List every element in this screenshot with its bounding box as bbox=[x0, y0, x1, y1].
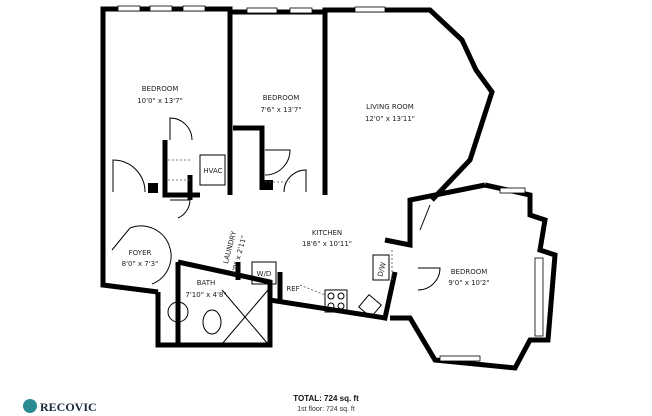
bedroom1-size: 10'0" x 13'7" bbox=[137, 97, 183, 105]
logo-text: RECOVIC bbox=[40, 400, 97, 414]
living-room-name: LIVING ROOM bbox=[366, 103, 414, 111]
footer: TOTAL: 724 sq. ft 1st floor: 724 sq. ft … bbox=[23, 394, 359, 414]
kitchen-size: 18'6" x 10'11" bbox=[302, 240, 352, 248]
bath-size: 7'10" x 4'8" bbox=[185, 291, 226, 299]
dishwasher bbox=[372, 254, 390, 281]
foyer-size: 8'0" x 7'3" bbox=[122, 260, 159, 268]
foyer-name: FOYER bbox=[129, 249, 152, 257]
room-labels: BEDROOM 10'0" x 13'7" BEDROOM 7'6" x 13'… bbox=[122, 85, 490, 299]
wd-label: W/D bbox=[257, 270, 272, 278]
floor-area: 1st floor: 724 sq. ft bbox=[297, 406, 355, 413]
washer-dryer bbox=[251, 261, 277, 285]
windows bbox=[117, 5, 544, 362]
ref-label: REF bbox=[286, 285, 299, 293]
hvac-label: HVAC bbox=[203, 167, 222, 175]
walls bbox=[100, 6, 558, 371]
hvac-unit bbox=[199, 154, 226, 186]
bedroom2-name: BEDROOM bbox=[263, 94, 300, 102]
fixtures bbox=[167, 154, 393, 345]
doors bbox=[111, 117, 441, 291]
bath-sink bbox=[167, 301, 189, 323]
kitchen-name: KITCHEN bbox=[312, 229, 342, 237]
bedroom1-name: BEDROOM bbox=[142, 85, 179, 93]
stove bbox=[324, 289, 348, 313]
dw-label: D/W bbox=[376, 261, 388, 277]
bedroom3-name: BEDROOM bbox=[451, 268, 488, 276]
sink bbox=[358, 294, 382, 318]
bedroom3-size: 9'0" x 10'2" bbox=[448, 279, 489, 287]
toilet bbox=[202, 309, 222, 335]
logo-icon bbox=[23, 399, 37, 413]
living-room-size: 12'0" x 13'11" bbox=[365, 115, 415, 123]
bedroom2-size: 7'6" x 13'7" bbox=[260, 106, 301, 114]
bath-name: BATH bbox=[197, 279, 216, 287]
total-area: TOTAL: 724 sq. ft bbox=[293, 394, 359, 403]
